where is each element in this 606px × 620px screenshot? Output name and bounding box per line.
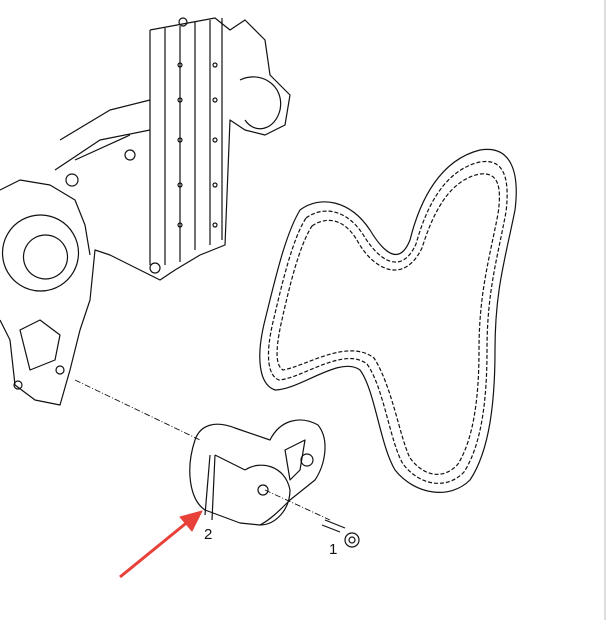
part-number-2: 2: [204, 526, 213, 543]
bolt: [321, 519, 360, 548]
engine-bracket: [0, 17, 291, 406]
part-number-1: 1: [329, 541, 338, 558]
pointer-arrow: [119, 510, 203, 579]
serpentine-belt: [259, 148, 517, 493]
belt-tensioner: [189, 419, 326, 526]
right-edge-divider: [604, 0, 606, 620]
assembly-centerline: [74, 379, 331, 521]
